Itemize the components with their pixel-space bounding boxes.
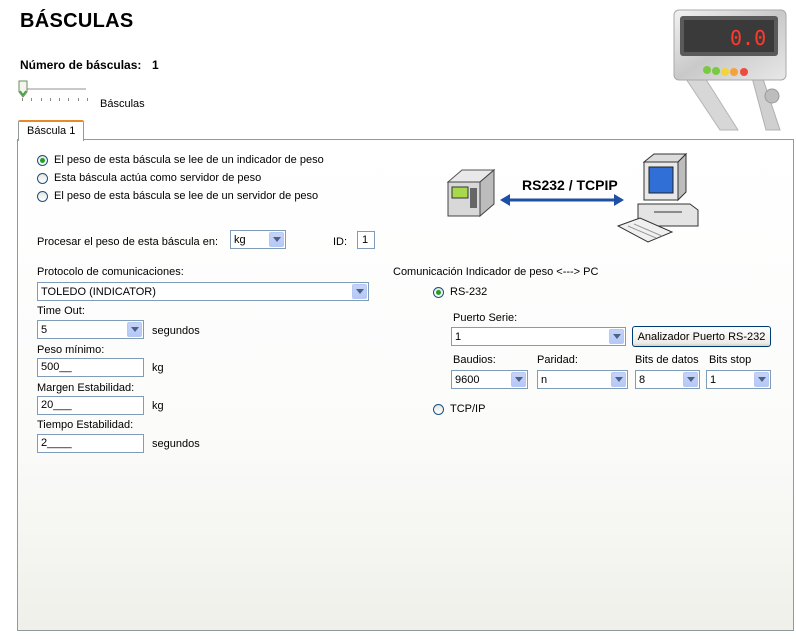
baud-label: Baudios: xyxy=(453,354,496,366)
baud-select[interactable]: 9600 xyxy=(451,370,528,389)
radio-rs232-label: RS-232 xyxy=(450,286,488,298)
stability-margin-input[interactable]: 20___ xyxy=(37,396,144,415)
slider-ticks xyxy=(22,98,88,102)
radio-from-server-dot[interactable] xyxy=(37,190,48,202)
parity-value: n xyxy=(541,373,548,386)
scale-count-label: Número de básculas: xyxy=(20,58,142,72)
serial-port-label: Puerto Serie: xyxy=(453,312,518,324)
chevron-down-icon[interactable] xyxy=(609,329,624,344)
process-unit-label: Procesar el peso de esta báscula en: xyxy=(37,236,219,248)
page-title: BÁSCULAS xyxy=(20,10,134,32)
timeout-label: Time Out: xyxy=(37,305,85,317)
chevron-down-icon[interactable] xyxy=(683,372,698,387)
stability-margin-unit: kg xyxy=(152,400,164,412)
databits-value: 8 xyxy=(639,373,646,386)
tab-scale-1[interactable]: Báscula 1 xyxy=(18,120,85,141)
radio-source-from-server[interactable]: El peso de esta báscula se lee de un ser… xyxy=(37,190,318,202)
databits-label: Bits de datos xyxy=(635,354,699,366)
serial-port-value: 1 xyxy=(455,330,462,343)
timeout-unit: segundos xyxy=(152,325,200,337)
databits-select[interactable]: 8 xyxy=(635,370,700,389)
min-weight-input[interactable]: 500__ xyxy=(37,358,144,377)
scale-count-value: 1 xyxy=(152,58,159,72)
radio-indicator-dot[interactable] xyxy=(37,154,48,166)
baud-value: 9600 xyxy=(455,373,480,386)
stability-margin-label: Margen Estabilidad: xyxy=(37,382,135,394)
min-weight-label: Peso mínimo: xyxy=(37,344,105,356)
radio-tcpip-dot[interactable] xyxy=(433,403,444,415)
indicator-to-pc-diagram-icon xyxy=(446,152,699,243)
stability-time-label: Tiempo Estabilidad: xyxy=(37,419,134,431)
radio-rs232[interactable]: RS-232 xyxy=(433,286,487,298)
chevron-down-icon[interactable] xyxy=(352,284,367,299)
stopbits-select[interactable]: 1 xyxy=(706,370,771,389)
radio-rs232-dot[interactable] xyxy=(433,286,444,298)
connection-diagram: RS232 / TCPIP xyxy=(442,148,720,248)
id-label: ID: xyxy=(333,236,348,248)
stopbits-value: 1 xyxy=(710,373,717,386)
chevron-down-icon[interactable] xyxy=(127,322,142,337)
serial-port-select[interactable]: 1 xyxy=(451,327,626,346)
diagram-label: RS232 / TCPIP xyxy=(522,177,618,193)
slider-label: Básculas xyxy=(100,98,145,110)
protocol-label: Protocolo de comunicaciones: xyxy=(37,266,184,278)
comm-title: Comunicación Indicador de peso <---> PC xyxy=(393,266,599,278)
radio-tcpip[interactable]: TCP/IP xyxy=(433,403,485,415)
radio-source-server[interactable]: Esta báscula actúa como servidor de peso xyxy=(37,172,261,184)
radio-source-indicator[interactable]: El peso de esta báscula se lee de un ind… xyxy=(37,154,324,166)
process-unit-value: kg xyxy=(234,233,246,246)
svg-text:0.0: 0.0 xyxy=(730,26,766,50)
process-unit-select[interactable]: kg xyxy=(230,230,286,249)
radio-source-indicator-label: El peso de esta báscula se lee de un ind… xyxy=(54,154,324,166)
rs232-analyzer-button[interactable]: Analizador Puerto RS-232 xyxy=(632,326,771,347)
weighing-indicator-image: 0.0 xyxy=(673,9,787,131)
chevron-down-icon[interactable] xyxy=(754,372,769,387)
stability-time-input[interactable]: 2____ xyxy=(37,434,144,453)
radio-source-from-server-label: El peso de esta báscula se lee de un ser… xyxy=(54,190,319,202)
parity-label: Paridad: xyxy=(537,354,578,366)
slider-track xyxy=(20,88,86,91)
timeout-value: 5 xyxy=(41,323,48,336)
radio-tcpip-label: TCP/IP xyxy=(450,403,486,415)
min-weight-unit: kg xyxy=(152,362,164,374)
chevron-down-icon[interactable] xyxy=(511,372,526,387)
slider-thumb[interactable] xyxy=(18,80,28,98)
radio-server-dot[interactable] xyxy=(37,172,48,184)
timeout-select[interactable]: 5 xyxy=(37,320,144,339)
protocol-select[interactable]: TOLEDO (INDICATOR) xyxy=(37,282,369,301)
id-input[interactable]: 1 xyxy=(357,231,375,249)
stability-time-unit: segundos xyxy=(152,438,200,450)
scale-count-slider[interactable] xyxy=(18,80,90,104)
stopbits-label: Bits stop xyxy=(709,354,752,366)
chevron-down-icon[interactable] xyxy=(269,232,284,247)
chevron-down-icon[interactable] xyxy=(611,372,626,387)
protocol-value: TOLEDO (INDICATOR) xyxy=(41,285,156,298)
radio-source-server-label: Esta báscula actúa como servidor de peso xyxy=(54,172,262,184)
parity-select[interactable]: n xyxy=(537,370,628,389)
